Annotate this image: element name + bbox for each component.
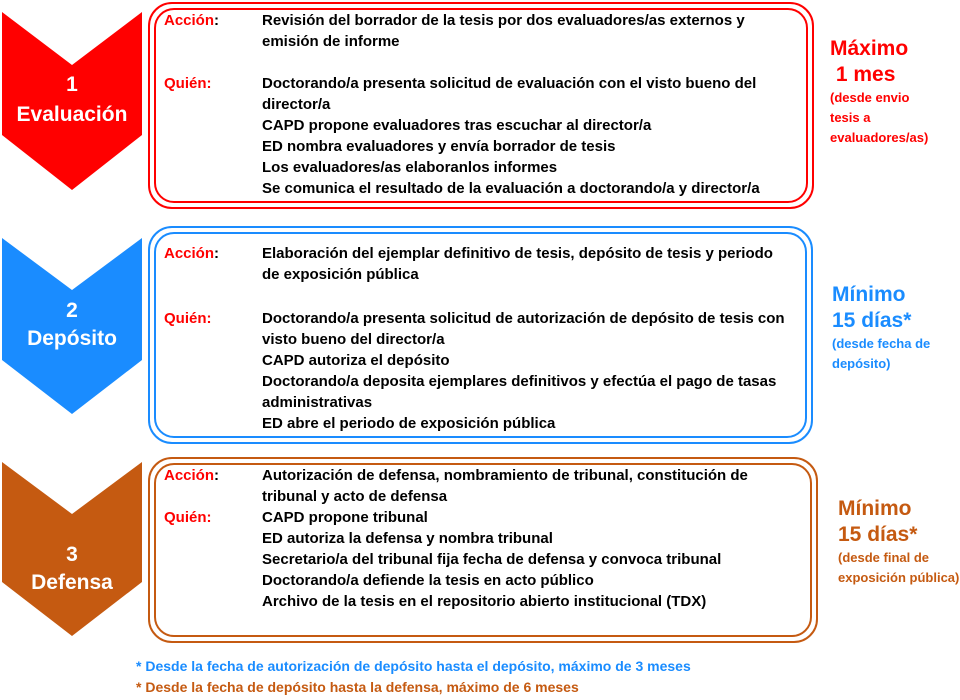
stage-3-duration: Mínimo 15 días* (desde final de exposici…: [838, 496, 959, 588]
duration-note: (desde envio: [830, 90, 910, 105]
quien-line: CAPD autoriza el depósito: [262, 352, 450, 369]
duration-value: 15 días*: [832, 309, 912, 332]
duration-note: exposición pública): [838, 570, 960, 585]
quien-line: ED abre el periodo de exposición pública: [262, 415, 556, 432]
footnote-defensa: * Desde la fecha de depósito hasta la de…: [136, 679, 579, 695]
quien-label: Quién:: [164, 509, 212, 526]
duration-note: (desde fecha de: [832, 336, 931, 351]
accion-line: de exposición pública: [262, 266, 419, 283]
stage-2-duration: Mínimo 15 días* (desde fecha de depósito…: [832, 282, 930, 374]
quien-line: CAPD propone tribunal: [262, 509, 428, 526]
quien-line: Los evaluadores/as elaboranlos informes: [262, 159, 558, 176]
stage-name: Defensa: [31, 571, 113, 594]
chevron-stage-1: 1 Evaluación: [2, 12, 142, 190]
quien-line: visto bueno del director/a: [262, 331, 445, 348]
accion-label: Acción:: [164, 245, 220, 262]
accion-line: tribunal y acto de defensa: [262, 488, 448, 505]
quien-line: Doctorando/a presenta solicitud de autor…: [262, 310, 785, 327]
quien-line: ED autoriza la defensa y nombra tribunal: [262, 530, 553, 547]
stage-3-detail-box: [148, 457, 818, 643]
chevron-down-icon: [2, 462, 142, 636]
quien-line: Se comunica el resultado de la evaluació…: [262, 180, 760, 197]
stage-1-detail-box: [148, 2, 814, 209]
stage-1-duration: Máximo 1 mes (desde envio tesis a evalua…: [830, 36, 928, 148]
duration-note: (desde final de: [838, 550, 930, 565]
quien-label: Quién:: [164, 75, 212, 92]
duration-note: tesis a: [830, 110, 871, 125]
stage-number: 1: [66, 73, 78, 96]
stage-number: 3: [66, 543, 78, 566]
duration-value: 15 días*: [838, 523, 918, 546]
stage-2-detail-box: [148, 226, 813, 444]
stage-number: 2: [66, 299, 78, 322]
chevron-down-icon: [2, 238, 142, 414]
duration-title: Mínimo: [832, 283, 906, 306]
quien-line: Archivo de la tesis en el repositorio ab…: [262, 593, 707, 610]
quien-line: director/a: [262, 96, 331, 113]
quien-line: Doctorando/a defiende la tesis en acto p…: [262, 572, 594, 589]
duration-value: 1 mes: [830, 63, 896, 86]
quien-line: Secretario/a del tribunal fija fecha de …: [262, 551, 722, 568]
stage-name: Depósito: [27, 327, 117, 350]
quien-line: Doctorando/a presenta solicitud de evalu…: [262, 75, 757, 92]
quien-line: ED nombra evaluadores y envía borrador d…: [262, 138, 616, 155]
stage-name: Evaluación: [16, 103, 128, 126]
quien-line: administrativas: [262, 394, 373, 411]
chevron-stage-2: 2 Depósito: [2, 238, 142, 414]
accion-line: Revisión del borrador de la tesis por do…: [262, 12, 745, 29]
accion-label: Acción:: [164, 12, 220, 29]
accion-line: Autorización de defensa, nombramiento de…: [262, 467, 748, 484]
quien-line: Doctorando/a deposita ejemplares definit…: [262, 373, 777, 390]
duration-title: Máximo: [830, 37, 909, 60]
quien-line: CAPD propone evaluadores tras escuchar a…: [262, 117, 652, 134]
accion-line: emisión de informe: [262, 33, 400, 50]
chevron-down-icon: [2, 12, 142, 190]
accion-label: Acción:: [164, 467, 220, 484]
quien-label: Quién:: [164, 310, 212, 327]
chevron-stage-3: 3 Defensa: [2, 462, 142, 636]
accion-line: Elaboración del ejemplar definitivo de t…: [262, 245, 773, 262]
duration-note: evaluadores/as): [830, 130, 929, 145]
footnote-deposito: * Desde la fecha de autorización de depó…: [136, 658, 691, 674]
duration-title: Mínimo: [838, 497, 912, 520]
duration-note: depósito): [832, 356, 891, 371]
